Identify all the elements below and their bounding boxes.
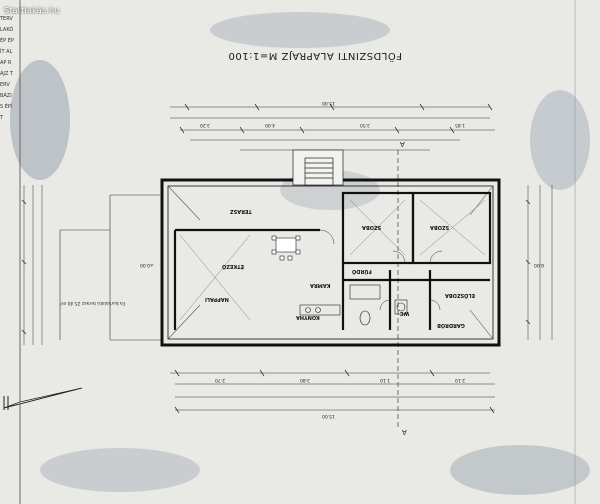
door-swings (319, 229, 443, 311)
room-label-wc: WC (400, 310, 410, 316)
section-mark-bottom: A (402, 428, 407, 436)
room-cross-marks (179, 199, 486, 321)
section-mark-top: A (400, 140, 405, 148)
roof-lines (167, 185, 494, 340)
interior-walls (173, 191, 492, 330)
dimension-label: 4.00 (265, 122, 276, 127)
north-arrow (3, 387, 83, 409)
dimension-label: 1.85 (455, 122, 466, 127)
entrance-steps (292, 149, 344, 186)
dimension-label: 3.50 (360, 122, 371, 127)
dimension-total-width: 15.00 (322, 100, 335, 105)
dimension-label: 1.10 (380, 377, 391, 382)
room-label-terasz: TERASZ (230, 208, 252, 214)
room-label-konyha: KONYHA (296, 314, 320, 320)
dimension-chains-top (170, 106, 495, 151)
kitchen-counter (299, 304, 341, 316)
dimension-total-height: 8.00 (534, 262, 545, 267)
room-label-nappali: NAPPALI (205, 296, 229, 302)
room-label-etkezo: ÉTKEZŐ (222, 263, 244, 269)
level-mark: ±0.00 (140, 262, 154, 267)
room-label-gardrob: GARDRÓB (437, 322, 465, 328)
room-label-furdo: FÜRDŐ (352, 268, 372, 274)
title-block-edge: TERV LAKÓÉP ÉPÍT ALAP RAJZ TERV BÁZIS ÉP… (0, 16, 14, 121)
dimension-label: 2.10 (455, 377, 466, 382)
terrace (59, 194, 162, 341)
terrace-note: Fa burkolatú terasz 25.40 m² (60, 300, 125, 305)
dimension-label: 3.80 (300, 377, 311, 382)
dimension-total-width-bottom: 15.00 (322, 413, 335, 418)
dimension-label: 2.70 (215, 377, 226, 382)
room-label-szoba-1: SZOBA (362, 224, 382, 230)
dimension-chains-bottom (170, 372, 495, 411)
watermark: Startlakás.hu (4, 6, 60, 15)
room-label-eloszoba: ELŐSZOBA (445, 292, 476, 298)
bathroom-fixtures (349, 284, 408, 326)
dining-table (271, 235, 301, 261)
room-label-kamra: KAMRA (310, 282, 331, 288)
room-label-szoba-2: SZOBA (430, 224, 450, 230)
dimension-chains-sides (23, 185, 553, 345)
dimension-label: 3.20 (200, 122, 211, 127)
